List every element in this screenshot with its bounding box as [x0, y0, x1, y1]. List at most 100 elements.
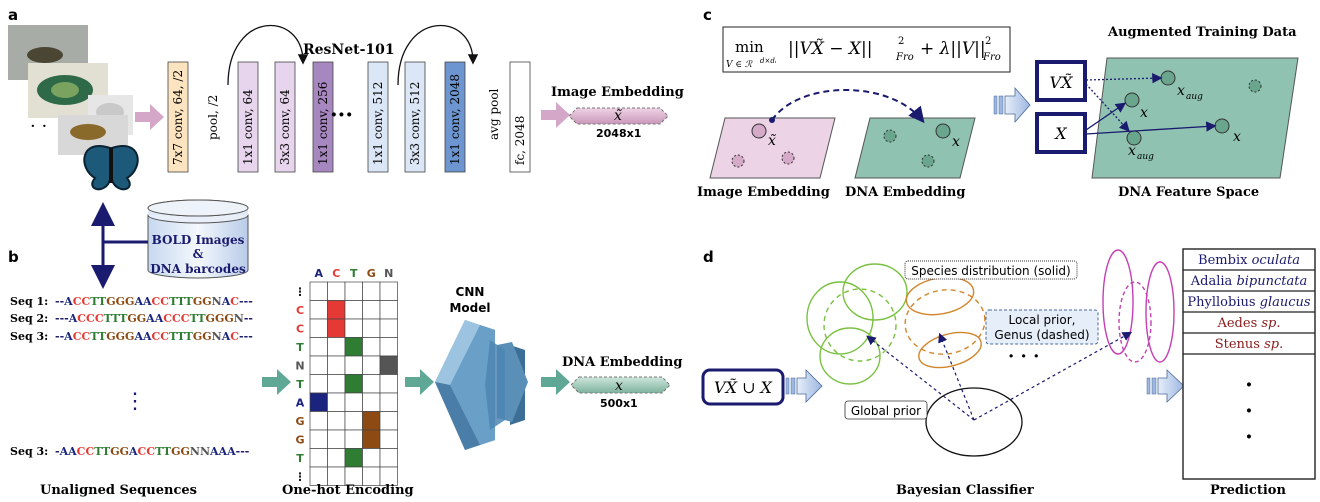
unaligned-label: Unaligned Sequences — [40, 483, 197, 498]
sequence-text: --ACCTTGGGAACCTTTGGNAC--- — [55, 295, 253, 308]
cnn-model-shape — [435, 320, 528, 450]
onehot-row-label: T — [296, 341, 304, 354]
onehot-row-label: A — [296, 397, 305, 410]
resnet-layer-label: 7x7 conv, 64, /2 — [171, 70, 185, 165]
resnet-layer-label: 3x3 conv, 512 — [408, 82, 422, 165]
onehot-cell — [344, 374, 363, 394]
onehot-cell — [362, 355, 381, 375]
aug-title: Augmented Training Data — [1107, 25, 1297, 40]
skip-connection-2 — [397, 24, 479, 86]
onehot-row-label: T — [296, 378, 304, 391]
onehot-cell — [327, 300, 346, 320]
skip-connection-1 — [227, 24, 309, 86]
species-label-box — [904, 260, 1078, 280]
onehot-row-label: G — [295, 415, 304, 428]
panel-label-c: c — [703, 6, 712, 24]
onehot-cell — [309, 448, 328, 468]
image-embedding-title: Image Embedding — [551, 85, 684, 100]
eq-exp2: 2 — [985, 36, 991, 47]
teal-arrow-2 — [405, 369, 434, 395]
onehot-row-label: ⋮ — [295, 286, 306, 299]
aug-x-aug-2: x — [1128, 143, 1136, 159]
onehot-cell — [309, 281, 328, 301]
onehot-cell — [362, 392, 381, 412]
resnet-layer-label: avg pool — [487, 88, 501, 140]
sequence-text: ---ACCCTTTGGAACCCTTGGGN-- — [55, 312, 253, 325]
bold-db-line2: & — [193, 247, 204, 261]
equation-box — [722, 26, 1011, 73]
resnet-layer-label: 1x1 conv, 64 — [241, 89, 255, 165]
onehot-cell — [344, 355, 363, 375]
onehot-cell — [362, 318, 381, 338]
onehot-cell — [344, 318, 363, 338]
resnet-layer-box — [404, 61, 426, 173]
resnet-layer-box — [167, 61, 189, 173]
resnet-layer-label: pool, /2 — [206, 95, 220, 140]
species-label: Species distribution (solid) — [911, 264, 1070, 278]
pink-arrow-1 — [135, 104, 164, 130]
onehot-cell — [379, 392, 398, 412]
onehot-cell — [309, 411, 328, 431]
seq-vdots: ⋮ — [124, 389, 146, 414]
prediction-row: Stenus sp. — [1215, 337, 1284, 352]
eq-min: min — [735, 38, 764, 56]
aug-x-1: x — [1140, 105, 1148, 121]
onehot-cell — [362, 448, 381, 468]
c-dna-embedding-label: DNA Embedding — [845, 185, 965, 200]
sequence-label: Seq 2: — [10, 312, 48, 325]
onehot-cell — [379, 281, 398, 301]
sequence-label: Seq 3: — [10, 330, 48, 343]
onehot-cell — [309, 318, 328, 338]
onehot-row-label: C — [296, 323, 304, 336]
dna-embedding-title: DNA Embedding — [562, 355, 682, 370]
cnn-label-2: Model — [449, 301, 490, 315]
resnet-layer-box — [444, 61, 466, 173]
onehot-cell — [362, 411, 381, 431]
resnet-layer-label: 1x1 conv, 2048 — [448, 74, 462, 165]
box-vx — [1035, 60, 1087, 102]
onehot-cell — [327, 337, 346, 357]
dna-embedding-size: 500x1 — [600, 397, 638, 410]
resnet-layer-box — [237, 61, 259, 173]
onehot-cell — [362, 300, 381, 320]
onehot-header: G — [367, 267, 376, 280]
onehot-cell — [344, 300, 363, 320]
aug-sub-2: aug — [1137, 152, 1154, 162]
sequence-list: Seq 1:--ACCTTGGGAACCTTTGGNAC---Seq 2:---… — [10, 295, 253, 458]
onehot-cell — [344, 411, 363, 431]
blue-arrow-d2 — [1146, 369, 1185, 403]
onehot-cell — [344, 429, 363, 449]
sequence-label: Seq 3: — [10, 445, 48, 458]
classifier-label: Bayesian Classifier — [896, 483, 1034, 498]
classifier-dots: · · · — [1008, 346, 1039, 367]
onehot-cell — [379, 429, 398, 449]
global-prior-label: Global prior — [851, 404, 921, 418]
teal-arrow-3 — [541, 369, 570, 395]
bold-db-line1: BOLD Images — [152, 233, 245, 247]
onehot-row-label: ⋮ — [295, 471, 306, 484]
resnet-ellipsis: ··· — [330, 102, 353, 128]
resnet-title: ResNet-101 — [303, 42, 395, 58]
feature-space-label: DNA Feature Space — [1118, 185, 1259, 200]
prediction-row: Aedes sp. — [1216, 316, 1280, 331]
onehot-header: C — [332, 267, 340, 280]
onehot-row-label: T — [296, 452, 304, 465]
box-vx-label: VX̃ — [1050, 73, 1074, 92]
plane-dna-symbol: x — [952, 134, 960, 150]
mapping-arrow — [771, 89, 925, 124]
aug-x-2: x — [1233, 129, 1241, 145]
dna-embedding-symbol: x — [615, 378, 623, 394]
onehot-cell — [344, 448, 363, 468]
global-prior-box — [844, 400, 928, 420]
onehot-header: T — [350, 267, 358, 280]
onehot-cell — [344, 392, 363, 412]
image-embedding-size: 2048x1 — [596, 127, 641, 140]
resnet-layer-label: 3x3 conv, 64 — [278, 89, 292, 165]
onehot-row-label: G — [295, 434, 304, 447]
resnet-layer-label: 1x1 conv, 256 — [316, 82, 330, 165]
onehot-header: A — [314, 267, 323, 280]
c-image-embedding-label: Image Embedding — [697, 185, 830, 200]
